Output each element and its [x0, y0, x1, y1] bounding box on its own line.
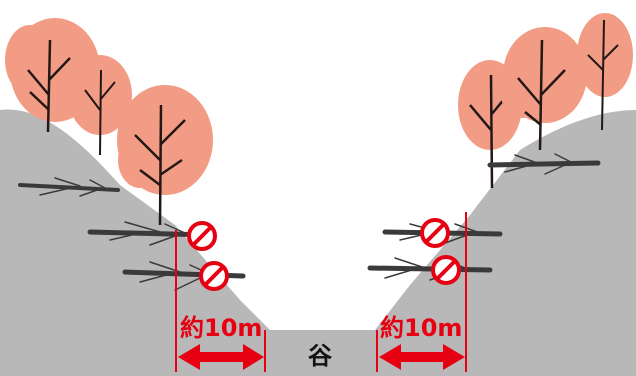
felled-log	[370, 268, 490, 270]
prohibited-icon	[201, 263, 227, 289]
prohibited-icon	[189, 223, 215, 249]
left-distance-label: 約10m	[180, 314, 262, 342]
prohibited-icon	[422, 220, 448, 246]
right-distance-label: 約10m	[380, 314, 462, 342]
valley-label: 谷	[308, 342, 332, 370]
prohibited-icon	[433, 257, 459, 283]
felled-log	[490, 163, 598, 165]
